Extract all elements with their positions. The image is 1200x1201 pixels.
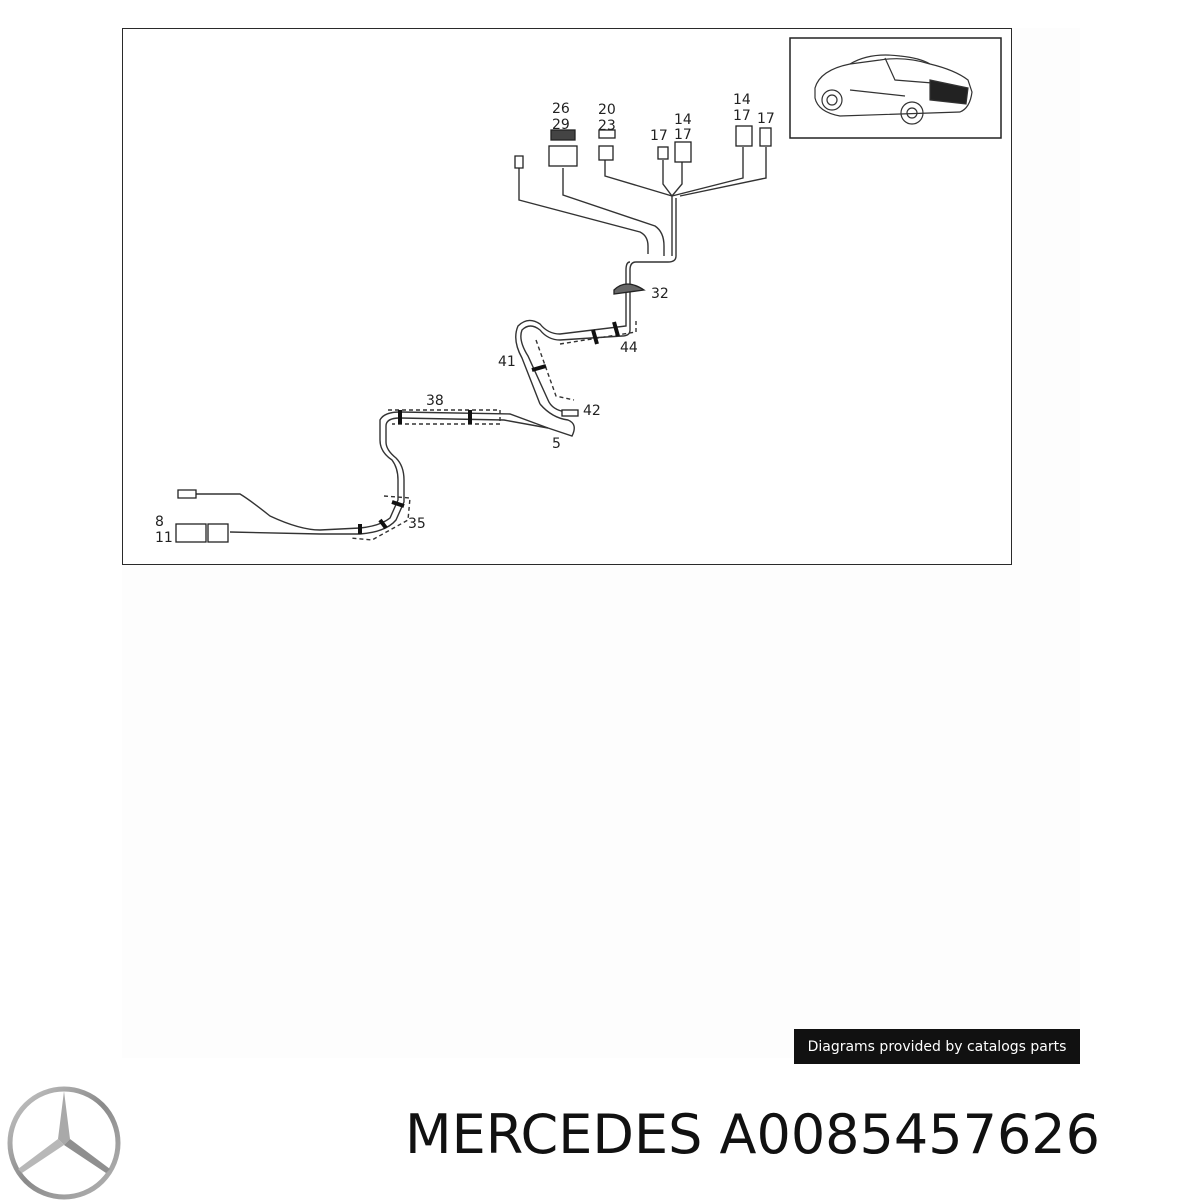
callout-23: 23 — [598, 118, 616, 134]
callout-32: 32 — [651, 286, 669, 302]
wiring-harness — [196, 147, 767, 541]
callout-35: 35 — [408, 516, 426, 532]
callout-26: 26 — [552, 101, 570, 117]
callout-14a: 14 — [674, 112, 692, 128]
car-icon — [814, 54, 973, 125]
connector-terminal — [514, 155, 524, 169]
mercedes-star-logo-icon — [7, 1086, 121, 1200]
callout-labels: 26 29 20 23 17 14 17 14 17 17 32 44 41 4… — [155, 92, 775, 546]
callout-44: 44 — [620, 340, 638, 356]
connector-17d — [759, 127, 772, 147]
callout-11: 11 — [155, 530, 173, 546]
callout-14b: 14 — [733, 92, 751, 108]
clip-42 — [561, 409, 579, 417]
part-number: A0085457626 — [719, 1103, 1101, 1166]
callout-8: 8 — [155, 514, 164, 530]
callout-17d: 17 — [757, 111, 775, 127]
connector-20-23 — [598, 129, 616, 139]
callout-42: 42 — [583, 403, 601, 419]
connector-17a — [657, 146, 669, 160]
connector-14b-17c — [735, 125, 753, 147]
callout-17a: 17 — [650, 128, 668, 144]
credit-text: Diagrams provided by catalogs parts — [807, 1038, 1067, 1055]
callout-29: 29 — [552, 117, 570, 133]
callout-17c: 17 — [733, 108, 751, 124]
callout-20: 20 — [598, 102, 616, 118]
cable-ties — [358, 321, 620, 534]
sensor-plug — [177, 489, 197, 499]
callout-17b: 17 — [674, 127, 692, 143]
connector-14a-17b — [674, 141, 692, 163]
connector-8-11 — [175, 523, 207, 543]
brand-name: MERCEDES — [405, 1103, 703, 1166]
part-title: MERCEDES A0085457626 — [405, 1108, 1100, 1162]
credit-banner: Diagrams provided by catalogs parts — [794, 1029, 1080, 1064]
grommet-32 — [613, 283, 646, 295]
car-inset-frame — [789, 37, 1002, 139]
callout-5: 5 — [552, 436, 561, 452]
callout-38: 38 — [426, 393, 444, 409]
connector-26-29 — [550, 129, 576, 141]
callout-41: 41 — [498, 354, 516, 370]
connectors — [175, 125, 772, 543]
